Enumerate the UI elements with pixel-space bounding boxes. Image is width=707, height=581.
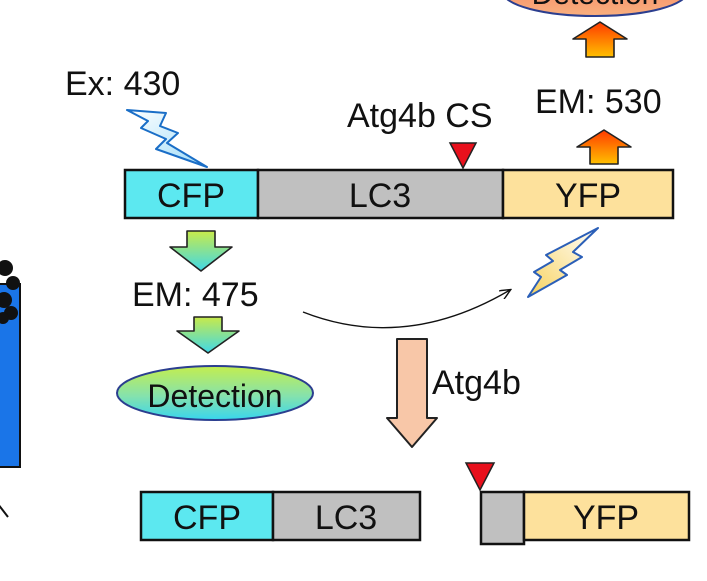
product-yfp-segment [522,490,691,542]
intact-cfp-label: CFP [157,177,225,215]
intact-lc3-segment [256,168,505,220]
detection-cfp-ellipse [116,365,314,421]
detection-yfp: Detection [506,0,684,17]
product-yfp-label: YFP [573,499,639,537]
up-arrow-bottom [576,129,632,165]
product-stub-segment [479,490,526,546]
intact-yfp-segment [501,168,675,220]
enzyme-label: Atg4b [432,364,521,402]
fret-curve-arrow [302,290,510,329]
detection-cfp: Detection [116,365,314,421]
cleavage-site-marker [448,142,478,170]
product-lc3-label: LC3 [315,499,377,537]
excitation-label: Ex: 430 [65,65,180,103]
down-arrow-cfp-1 [169,230,233,272]
down-arrow-cfp-2 [176,316,240,354]
side-tick-mark [0,504,9,518]
cleavage-arrow [386,338,438,448]
side-dot [0,292,12,308]
side-bar-graphic [0,260,21,518]
detection-yfp-ellipse [506,0,684,17]
side-dot [6,276,20,290]
intact-cfp-segment [123,168,260,220]
fret-emission-label: EM: 530 [535,83,662,121]
cleavage-site-label: Atg4b CS [347,97,493,135]
detection-cfp-label: Detection [147,378,282,414]
intact-yfp-label: YFP [555,177,621,215]
excitation-lightning-icon [126,109,208,168]
side-dot [0,260,13,276]
product-cleavage-marker [464,462,496,492]
product-lc3-segment [271,490,422,542]
cfp-emission-label: EM: 475 [132,276,259,314]
intact-lc3-label: LC3 [349,177,411,215]
intact-construct: CFP LC3 YFP [123,168,675,220]
product-cfp-label: CFP [173,499,241,537]
side-dot [0,312,9,324]
cleaved-products: CFP LC3 YFP [139,462,691,546]
up-arrow-top [572,21,628,58]
fret-lightning-icon [527,227,599,298]
detection-yfp-label: Detection [532,0,659,11]
